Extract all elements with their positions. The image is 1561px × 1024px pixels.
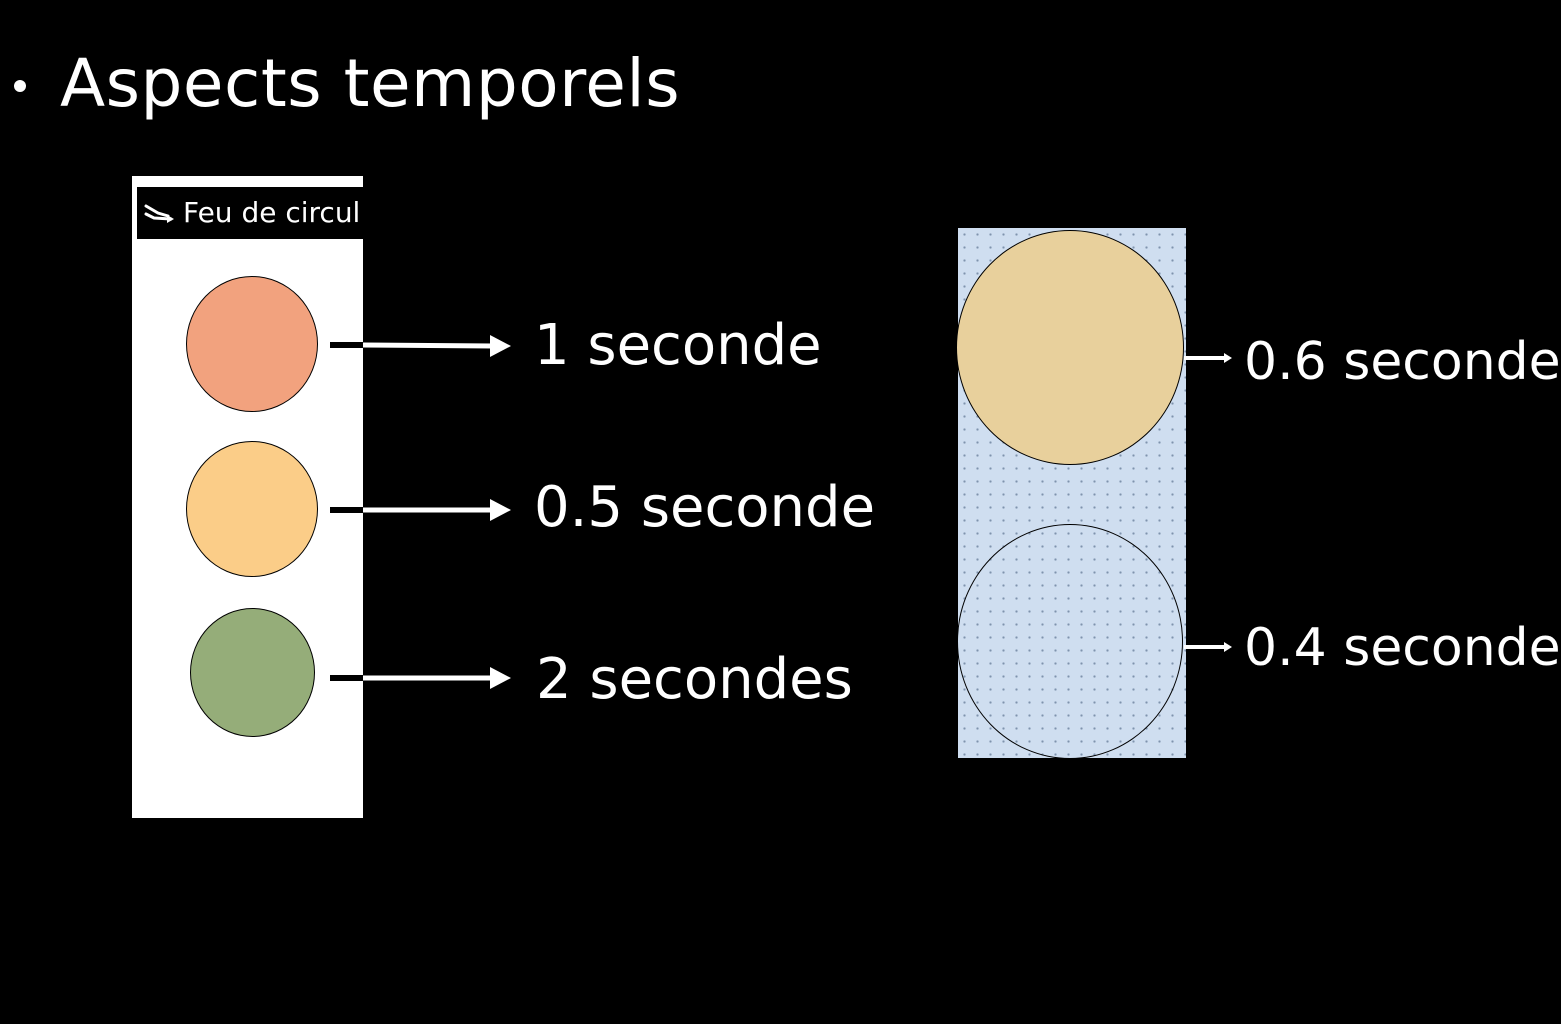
unlit-lamp (957, 524, 1183, 759)
traffic-light-header: Feu de circul (137, 187, 363, 239)
label-orange: 0.5 seconde (534, 475, 876, 540)
yellow-lamp (956, 230, 1184, 465)
arrow-yellow (1184, 353, 1232, 363)
arrow-orange (330, 499, 511, 521)
label-yellow: 0.6 seconde (1244, 332, 1561, 392)
arrow-green (330, 667, 511, 689)
label-green: 2 secondes (536, 647, 853, 712)
red-lamp (186, 276, 318, 412)
green-lamp (190, 608, 315, 737)
slide-title: Aspects temporels (60, 45, 681, 122)
arrow-icon (144, 204, 174, 223)
arrow-unlit (1184, 642, 1232, 652)
label-red: 1 seconde (534, 313, 822, 378)
label-unlit: 0.4 seconde (1244, 618, 1561, 678)
arrow-red (330, 335, 511, 357)
bullet-point (14, 80, 26, 92)
traffic-light-header-label: Feu de circul (183, 196, 361, 229)
orange-lamp (186, 441, 318, 577)
